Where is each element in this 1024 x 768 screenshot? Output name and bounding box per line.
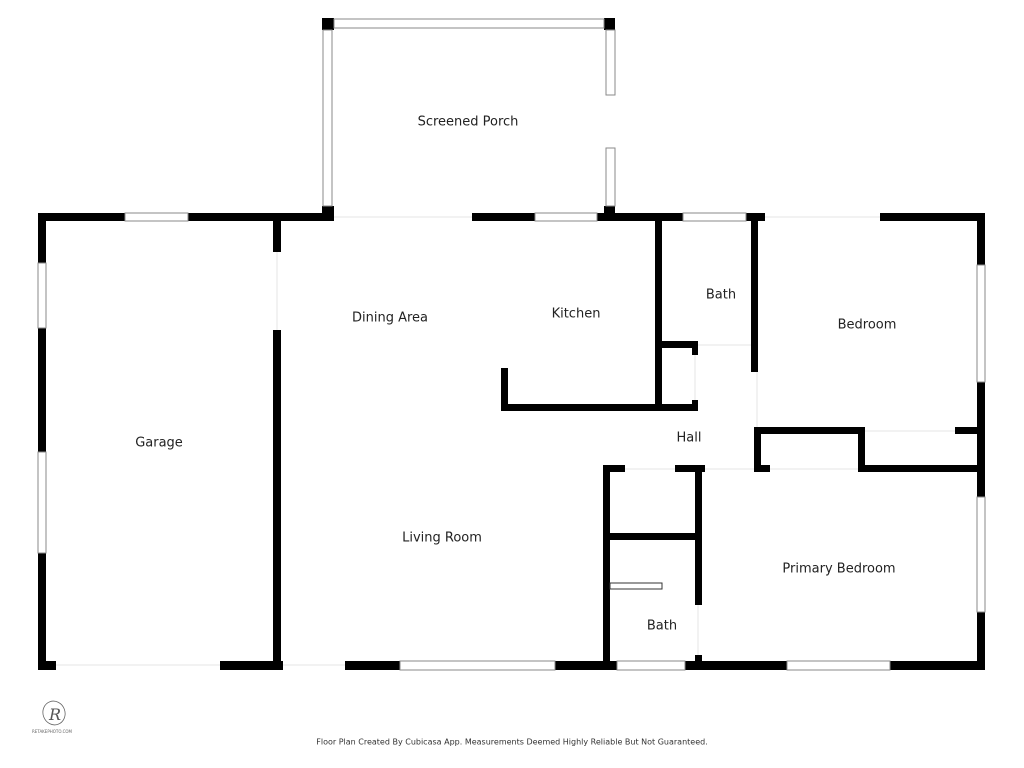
wall — [472, 213, 535, 221]
window — [976, 496, 986, 613]
wall — [977, 612, 985, 670]
wall — [555, 661, 617, 670]
window — [682, 212, 747, 222]
room-label-garage: Garage — [135, 435, 183, 451]
wall — [754, 427, 865, 434]
wall — [603, 465, 610, 661]
wall — [604, 206, 615, 214]
wall — [655, 341, 698, 348]
porch-window — [605, 29, 616, 96]
wall — [754, 427, 761, 472]
wall — [890, 661, 985, 670]
window — [399, 660, 556, 671]
wall — [692, 400, 698, 411]
wall — [38, 328, 46, 452]
svg-text:R: R — [48, 705, 61, 724]
footer-disclaimer: Floor Plan Created By Cubicasa App. Meas… — [316, 737, 708, 747]
wall — [977, 382, 985, 497]
wall — [220, 661, 283, 670]
wall — [751, 221, 758, 372]
room-label-bedroom: Bedroom — [837, 317, 897, 333]
wall — [188, 213, 334, 221]
window — [976, 264, 986, 383]
wall — [604, 18, 615, 30]
wall — [38, 553, 46, 670]
room-label-living-room: Living Room — [402, 530, 482, 546]
wall — [692, 341, 698, 355]
room-label-primary-bedroom: Primary Bedroom — [782, 561, 896, 577]
wall — [345, 661, 400, 670]
wall — [675, 465, 705, 472]
window — [37, 262, 47, 329]
room-label-dining-area: Dining Area — [351, 310, 429, 326]
wall — [273, 221, 281, 252]
window — [37, 451, 47, 554]
room-label-bath-upper: Bath — [705, 287, 737, 303]
window — [616, 660, 686, 671]
wall — [858, 427, 865, 472]
wall — [655, 221, 662, 408]
walls — [38, 18, 985, 670]
wall — [880, 213, 985, 221]
openings — [56, 216, 955, 666]
wall — [38, 213, 46, 263]
window — [786, 660, 891, 671]
room-label-screened-porch: Screened Porch — [417, 114, 519, 130]
room-label-kitchen: Kitchen — [551, 306, 601, 322]
wall — [38, 661, 56, 670]
logo-text: RETAKEPHOTO.COM — [32, 729, 72, 734]
wall — [685, 661, 787, 670]
windows — [37, 18, 986, 671]
window — [534, 212, 598, 222]
wall — [501, 368, 508, 411]
wall — [322, 18, 334, 30]
window — [124, 212, 189, 222]
room-label-bath-lower: Bath — [646, 618, 678, 634]
towel-bar — [609, 582, 663, 590]
wall — [695, 465, 702, 605]
wall — [38, 213, 125, 221]
wall — [603, 533, 698, 540]
wall — [501, 404, 698, 411]
porch-window — [605, 147, 616, 207]
porch-window — [322, 29, 333, 207]
retake-logo-icon: R — [42, 700, 66, 726]
room-label-hall: Hall — [676, 430, 702, 446]
wall — [746, 213, 765, 221]
wall — [695, 655, 702, 661]
wall — [977, 213, 985, 265]
wall — [955, 427, 985, 434]
wall — [603, 465, 625, 472]
wall — [858, 465, 985, 472]
wall — [754, 465, 770, 472]
wall — [322, 206, 334, 214]
wall — [273, 330, 281, 661]
porch-window — [333, 18, 605, 29]
wall — [597, 213, 683, 221]
